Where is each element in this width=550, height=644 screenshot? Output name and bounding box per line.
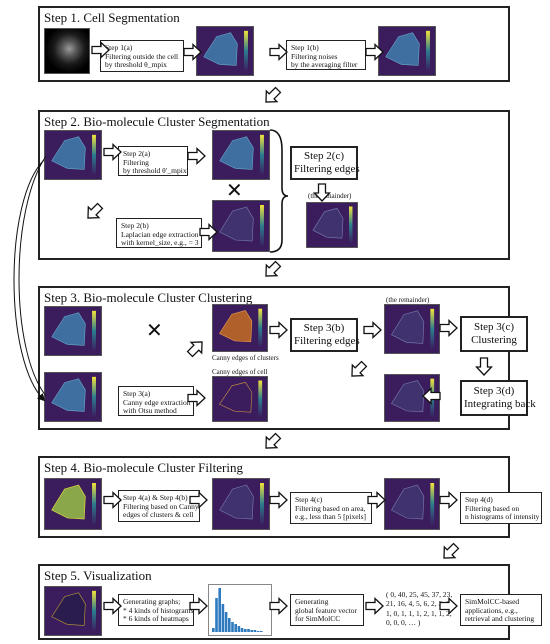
flow-arrow-icon xyxy=(103,142,122,162)
flow-arrow-icon xyxy=(189,596,208,616)
flow-arrow-icon xyxy=(269,42,288,62)
applications-box: SimMolCC-based applications, e.g., retri… xyxy=(460,594,542,626)
step-3-input-heatmap xyxy=(44,306,102,356)
flow-arrow-icon xyxy=(265,86,282,103)
flow-arrow-icon xyxy=(265,260,282,277)
flow-arrow-icon xyxy=(103,490,122,510)
flow-arrow-icon xyxy=(87,202,104,219)
histogram-bar xyxy=(212,628,215,632)
step-1b-heatmap xyxy=(378,26,436,76)
canny-clusters-label: Canny edges of clusters xyxy=(212,354,279,362)
flow-arrow-icon xyxy=(474,357,494,376)
step-2-input-heatmap xyxy=(44,130,102,180)
histogram-bar xyxy=(244,629,247,632)
step-4d-box: Step 4(d) Filtering based on n histogram… xyxy=(460,492,542,524)
raw-cell-image xyxy=(44,28,90,74)
stage-5-title: Step 5. Visualization xyxy=(44,568,152,583)
flow-arrow-icon xyxy=(269,490,288,510)
stage-4-title: Step 4. Bio-molecule Cluster Filtering xyxy=(44,460,243,475)
multiply-icon-2: ✕ xyxy=(146,318,163,342)
flow-arrow-icon xyxy=(269,596,288,616)
stage-2-panel: Step 2. Bio-molecule Cluster Segmentatio… xyxy=(38,110,510,260)
step-1b-box: Step 1(b) Filtering noises by the averag… xyxy=(286,40,366,70)
flow-arrow-icon xyxy=(351,360,368,377)
flow-arrow-icon xyxy=(265,432,282,449)
multiply-icon: ✕ xyxy=(226,178,243,202)
stage-2-title: Step 2. Bio-molecule Cluster Segmentatio… xyxy=(44,114,270,129)
step-2a-heatmap xyxy=(212,130,270,180)
step-3b-box: Step 3(b) Filtering edges xyxy=(290,318,360,352)
histogram-bar xyxy=(221,604,225,632)
feature-vector-box: Generating global feature vector for Sim… xyxy=(290,594,364,626)
flow-arrow-icon xyxy=(187,146,206,166)
step-3-remainder-label: (the remainder) xyxy=(386,296,430,304)
step-2b-edge-heatmap xyxy=(212,200,270,252)
histogram-bar xyxy=(228,618,231,632)
flow-arrow-icon xyxy=(363,320,382,340)
histogram-bar xyxy=(260,631,263,632)
flow-arrow-icon xyxy=(439,490,458,510)
step-5-input-heatmap xyxy=(44,586,102,636)
step-2c-remainder-heatmap xyxy=(306,202,358,248)
step-4c-heatmap xyxy=(384,478,440,530)
flow-arrow-icon xyxy=(439,318,458,338)
histogram-bar xyxy=(253,630,257,632)
histogram-bar xyxy=(218,588,221,632)
canny-cell-image xyxy=(212,376,268,422)
canny-clusters-image xyxy=(212,304,268,352)
stage-1-title: Step 1. Cell Segmentation xyxy=(44,10,180,25)
flow-arrow-icon xyxy=(365,42,384,62)
step-2-bracket xyxy=(269,129,289,253)
flow-arrow-icon xyxy=(183,42,202,62)
histogram-bar xyxy=(256,631,260,632)
histogram-bar xyxy=(215,598,218,632)
flow-arrow-icon xyxy=(443,542,460,559)
step-2-remainder-label: (the remainder) xyxy=(308,192,352,200)
step-3d-box: Step 3(d) Integrating back xyxy=(460,380,536,416)
step-2c-box: Step 2(c) Filtering edges xyxy=(290,146,360,180)
stage-3-title: Step 3. Bio-molecule Cluster Clustering xyxy=(44,290,253,305)
histogram-bar xyxy=(250,630,253,632)
flow-arrow-icon xyxy=(103,596,122,616)
step-2a-box: Step 2(a) Filtering by threshold θ′_mpix xyxy=(118,146,188,176)
canny-cell-label: Canny edges of cell xyxy=(212,368,268,376)
flow-arrow-icon xyxy=(189,490,208,510)
flow-arrow-icon xyxy=(367,490,386,510)
histogram-thumbnail xyxy=(208,584,272,636)
step-3a-input-heatmap xyxy=(44,372,102,422)
feature-vector-values: ( 0, 40, 25, 45, 37, 23, 21, 16, 4, 5, 6… xyxy=(386,590,453,628)
flow-arrow-icon xyxy=(312,183,332,202)
step-4-input-heatmap xyxy=(44,478,102,530)
flow-arrow-icon xyxy=(422,386,441,406)
connector-curve-inner xyxy=(18,155,47,397)
flow-arrow-icon xyxy=(269,320,288,340)
flow-arrow-icon xyxy=(439,596,458,616)
histogram-bar xyxy=(234,624,237,632)
flow-arrow-icon xyxy=(186,341,203,358)
step-3c-box: Step 3(c) Clustering xyxy=(460,316,528,352)
histogram-bar xyxy=(247,629,250,632)
flow-arrow-icon xyxy=(199,222,218,242)
step-2b-box: Step 2(b) Laplacian edge extraction with… xyxy=(116,218,202,248)
connector-curve-outer xyxy=(13,159,46,402)
histogram-bar xyxy=(224,612,228,632)
step-4c-box: Step 4(c) Filtering based on area, e.g.,… xyxy=(290,492,372,524)
flow-arrow-icon xyxy=(365,596,384,616)
step-4ab-box: Step 4(a) & Step 4(b) Filtering based on… xyxy=(118,490,200,522)
histogram-bar xyxy=(240,628,244,632)
histogram-bar xyxy=(231,622,234,632)
flow-arrow-icon xyxy=(187,388,206,408)
flow-arrow-icon xyxy=(91,40,110,60)
histogram-bar xyxy=(237,626,241,632)
step-1a-heatmap xyxy=(196,26,254,76)
step-3b-remainder-heatmap xyxy=(384,304,440,354)
step-4ab-heatmap xyxy=(212,478,270,530)
